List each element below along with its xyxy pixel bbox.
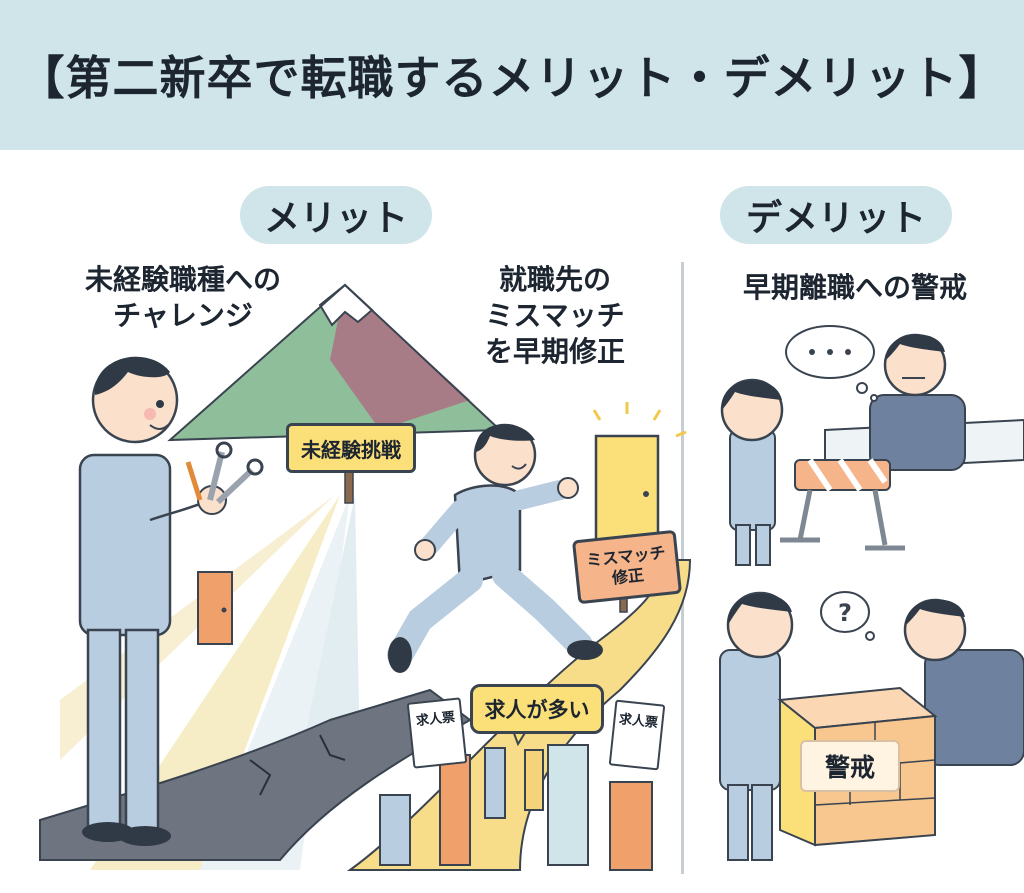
demerit-label: デメリット (720, 186, 952, 244)
merit-label: メリット (240, 186, 432, 244)
man-with-tools-illustration (78, 356, 264, 846)
running-man-illustration (387, 423, 603, 673)
sign-caution: 警戒 (800, 740, 900, 792)
sign-mismatch: ミスマッチ 修正 (571, 529, 683, 605)
svg-text:?: ? (838, 599, 852, 627)
caption-caution: 早期離職への警戒 (742, 271, 967, 304)
page-title: 【第二新卒で転職するメリット・デメリット】 (18, 51, 1006, 105)
thought-bubble-icon (785, 325, 878, 402)
header-banner: 【第二新卒で転職するメリット・デメリット】 (0, 0, 1024, 150)
bubble-many-jobs: 求人が多い (470, 684, 604, 734)
mountain-illustration (167, 283, 503, 442)
door-icon (197, 571, 233, 645)
caption-challenge: 未経験職種への チャレンジ (84, 263, 281, 332)
doors-row (379, 744, 653, 871)
job-form-document: 求人票 (608, 699, 666, 771)
sign-challenge: 未経験挑戦 (286, 423, 416, 473)
door-icon (592, 402, 687, 550)
interview-desk-scene (720, 333, 1024, 566)
caption-mismatch: 就職先の ミスマッチ を早期修正 (484, 263, 625, 368)
job-form-document: 求人票 (406, 697, 468, 769)
question-mark-icon: ? (820, 591, 875, 641)
